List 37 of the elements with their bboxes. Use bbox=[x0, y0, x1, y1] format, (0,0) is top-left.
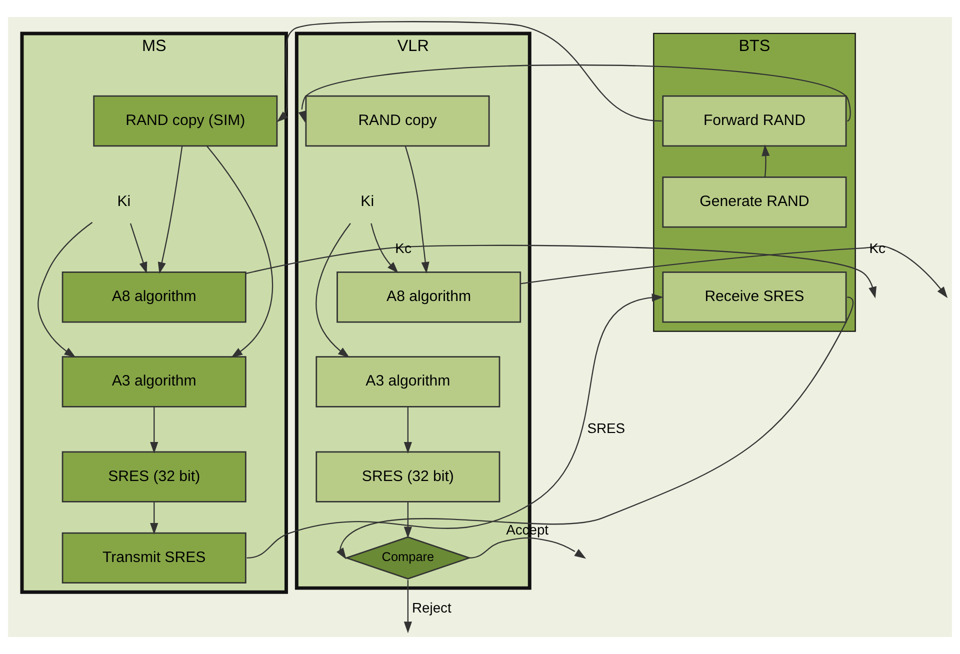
node-box: Generate RAND bbox=[662, 176, 847, 228]
node-text: Ki bbox=[117, 193, 131, 210]
arrow bbox=[150, 502, 158, 535]
arrow bbox=[404, 580, 412, 634]
node-box: SRES (32 bit) bbox=[316, 451, 500, 502]
node-box: A8 algorithm bbox=[62, 272, 246, 323]
arrow bbox=[520, 246, 948, 298]
node-box: A8 algorithm bbox=[336, 272, 522, 323]
arrow bbox=[38, 222, 93, 358]
arrow bbox=[246, 244, 876, 298]
node-box: Forward RAND bbox=[662, 95, 847, 147]
arrow bbox=[469, 537, 586, 559]
node-box: A3 algorithm bbox=[316, 356, 500, 408]
arrow bbox=[130, 223, 148, 274]
node-box: Receive SRES bbox=[662, 272, 847, 323]
node-box: SRES (32 bit) bbox=[62, 451, 246, 502]
arrow bbox=[336, 296, 854, 560]
node-box: RAND copy (SIM) bbox=[93, 95, 278, 147]
node-box: Transmit SRES bbox=[62, 532, 246, 584]
arrow bbox=[762, 144, 770, 178]
node-box: RAND copy bbox=[305, 95, 490, 147]
arrow bbox=[316, 223, 351, 358]
arrow bbox=[404, 146, 430, 274]
arrow bbox=[276, 21, 662, 122]
arrow bbox=[404, 406, 412, 454]
arrow bbox=[370, 223, 398, 274]
edge-label: SRES bbox=[587, 420, 626, 436]
arrow bbox=[404, 502, 412, 538]
arrow bbox=[246, 294, 664, 558]
arrow bbox=[158, 146, 183, 274]
node-text: Ki bbox=[360, 193, 374, 210]
arrow bbox=[298, 64, 851, 123]
edge-label: Reject bbox=[412, 600, 452, 616]
arrow bbox=[206, 146, 273, 358]
node-diamond: Compare bbox=[344, 536, 472, 580]
arrow bbox=[150, 406, 158, 454]
node-box: A3 algorithm bbox=[62, 356, 246, 408]
